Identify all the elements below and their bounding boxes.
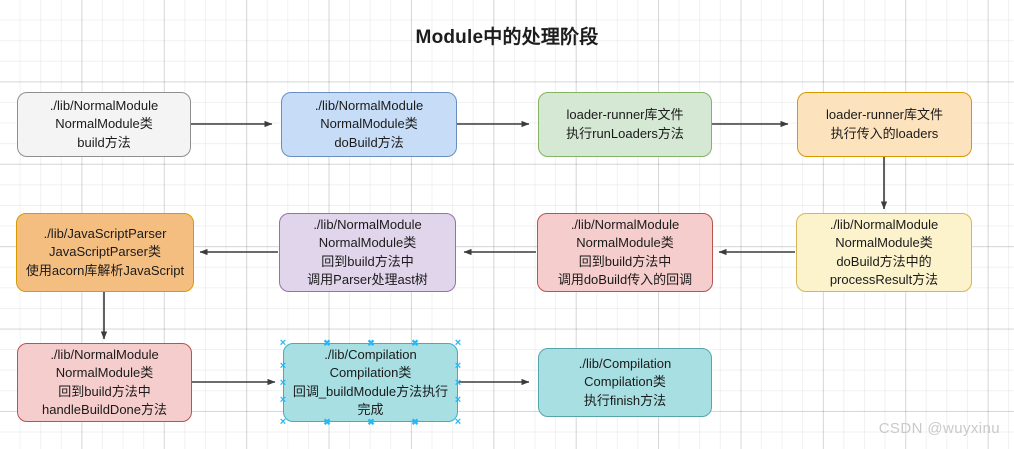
node-normalmodule-handlebuilddone[interactable]: ./lib/NormalModule NormalModule类 回到build… <box>17 343 192 422</box>
node-label: loader-runner库文件 执行runLoaders方法 <box>566 107 684 141</box>
node-label: ./lib/NormalModule NormalModule类 doBuild… <box>314 97 424 150</box>
node-javascriptparser-acorn[interactable]: ./lib/JavaScriptParser JavaScriptParser类… <box>16 213 194 292</box>
node-label: ./lib/NormalModule NormalModule类 回到build… <box>557 216 693 287</box>
node-loaderrunner-execute-loaders[interactable]: loader-runner库文件 执行传入的loaders <box>797 92 972 157</box>
node-label: loader-runner库文件 执行传入的loaders <box>825 107 944 141</box>
node-compilation-buildmodule-callback[interactable]: ./lib/Compilation Compilation类 回调_buildM… <box>283 343 458 422</box>
node-normalmodule-dobuild-callback[interactable]: ./lib/NormalModule NormalModule类 回到build… <box>537 213 713 292</box>
node-normalmodule-parser-ast[interactable]: ./lib/NormalModule NormalModule类 回到build… <box>279 213 456 292</box>
node-label: ./lib/NormalModule NormalModule类 build方法 <box>49 97 159 150</box>
node-normalmodule-dobuild[interactable]: ./lib/NormalModule NormalModule类 doBuild… <box>281 92 457 157</box>
node-normalmodule-processresult[interactable]: ./lib/NormalModule NormalModule类 doBuild… <box>796 213 972 292</box>
node-normalmodule-build[interactable]: ./lib/NormalModule NormalModule类 build方法 <box>17 92 191 157</box>
node-label: ./lib/NormalModule NormalModule类 回到build… <box>41 346 168 417</box>
node-label: ./lib/Compilation Compilation类 回调_buildM… <box>292 346 449 417</box>
page-title: Module中的处理阶段 <box>415 27 599 48</box>
node-label: ./lib/NormalModule NormalModule类 回到build… <box>307 216 428 287</box>
node-loaderrunner-runloaders[interactable]: loader-runner库文件 执行runLoaders方法 <box>538 92 712 157</box>
node-compilation-finish[interactable]: ./lib/Compilation Compilation类 执行finish方… <box>538 348 712 417</box>
watermark: CSDN @wuyxinu <box>878 420 1000 437</box>
node-label: ./lib/NormalModule NormalModule类 doBuild… <box>829 216 939 287</box>
node-label: ./lib/JavaScriptParser JavaScriptParser类… <box>25 225 185 278</box>
node-label: ./lib/Compilation Compilation类 执行finish方… <box>578 355 672 408</box>
